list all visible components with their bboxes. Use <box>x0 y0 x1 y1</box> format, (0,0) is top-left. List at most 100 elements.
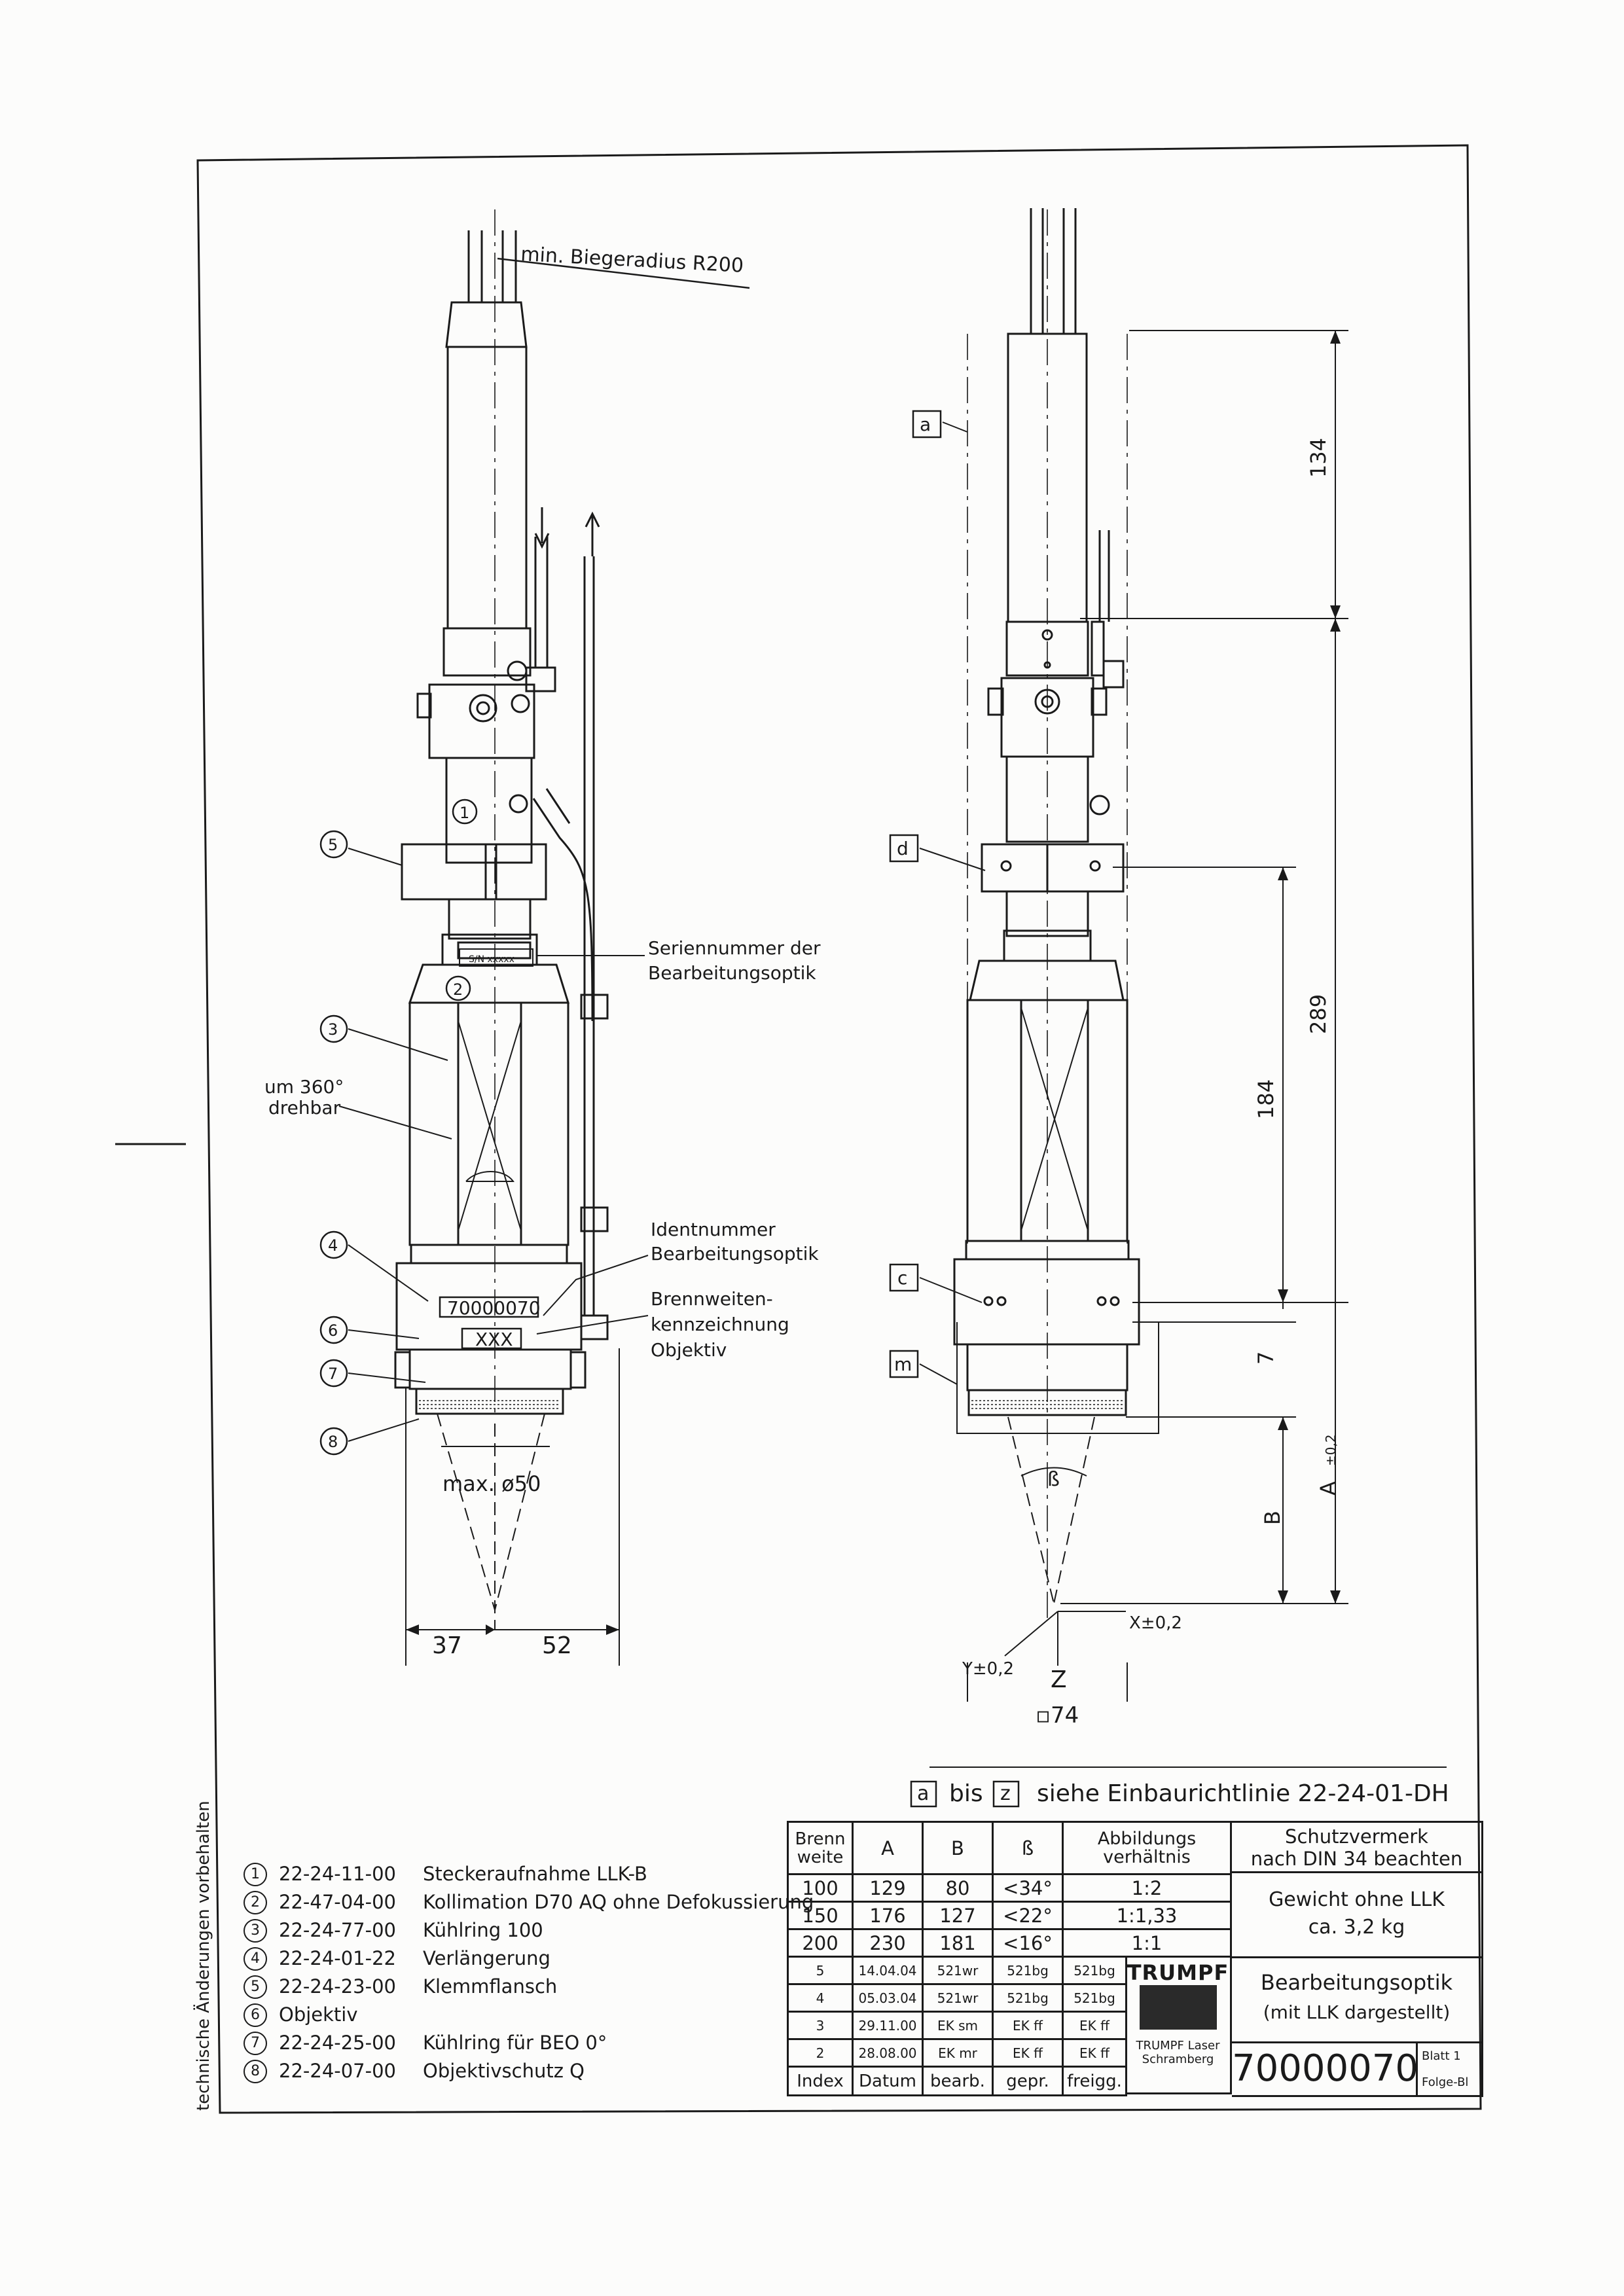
table-header: A <box>852 1821 924 1875</box>
parts-list-item: 6 Objektiv <box>244 2001 814 2029</box>
title-cell: Bearbeitungsoptik (mit LLK dargestellt) <box>1232 1958 1483 2043</box>
part-name: Objektivschutz Q <box>423 2060 585 2082</box>
part-name: Kühlring 100 <box>423 1919 543 1941</box>
table-header: ß <box>992 1821 1064 1875</box>
company-cell: TRUMPF TRUMPF Laser Schramberg <box>1126 1956 1232 2094</box>
table-cell: 127 <box>922 1901 994 1930</box>
table-cell: 521wr <box>922 1983 994 2013</box>
table-cell: EK mr <box>922 2038 994 2068</box>
part-number: 6 <box>244 2003 267 2027</box>
ref-a: a <box>920 414 931 435</box>
table-header: B <box>922 1821 994 1875</box>
table-header: Index <box>787 2066 854 2096</box>
part-code: 22-24-11-00 <box>279 1863 396 1885</box>
table-header: bearb. <box>922 2066 994 2096</box>
callout-6: 6 <box>328 1321 338 1340</box>
table-cell: 100 <box>787 1873 854 1903</box>
table-cell: 80 <box>922 1873 994 1903</box>
dim-289: 289 <box>1306 994 1331 1034</box>
callout-3: 3 <box>328 1020 338 1039</box>
part-code: 22-24-25-00 <box>279 2032 396 2054</box>
company-city: Schramberg <box>1142 2053 1214 2066</box>
table-cell: 129 <box>852 1873 924 1903</box>
part-name: Kühlring für BEO 0° <box>423 2032 607 2054</box>
ref-d: d <box>897 838 909 859</box>
dim-7: 7 <box>1254 1352 1278 1365</box>
callout-1: 1 <box>460 804 469 822</box>
part-number: 2 <box>244 1890 267 1914</box>
table-cell: 2 <box>787 2038 854 2068</box>
table-cell: EK ff <box>992 2038 1064 2068</box>
table-cell: <22° <box>992 1901 1064 1930</box>
install-from: a <box>917 1782 929 1805</box>
focal-table: Brenn weite A B ß Abbildungs verhältnis … <box>787 1821 1232 1958</box>
part-name: Klemmflansch <box>423 1975 558 1998</box>
part-name: Objektiv <box>279 2003 358 2026</box>
table-cell: EK ff <box>992 2011 1064 2040</box>
table-cell: EK ff <box>1062 2011 1127 2040</box>
dim-134: 134 <box>1306 438 1331 478</box>
table-header: Datum <box>852 2066 924 2096</box>
dim-a-tolerance: ±0,2 <box>1323 1434 1339 1466</box>
table-cell: 521bg <box>1062 1983 1127 2013</box>
part-code: 22-24-77-00 <box>279 1919 396 1941</box>
table-cell: 1:1,33 <box>1062 1901 1232 1930</box>
table-cell: EK sm <box>922 2011 994 2040</box>
logo-block <box>1139 1985 1217 2030</box>
callout-5: 5 <box>328 836 338 854</box>
install-text: siehe Einbaurichtlinie 22-24-01-DH <box>1037 1780 1449 1807</box>
drawing-title: Bearbeitungsoptik <box>1260 1970 1453 1995</box>
revision-table: 5 14.04.04 521wr 521bg 521bg 4 05.03.04 … <box>787 1956 1127 2096</box>
rotate-label: um 360° <box>264 1076 344 1098</box>
max-diameter-label: max. ø50 <box>442 1471 541 1496</box>
callout-7: 7 <box>328 1365 338 1383</box>
rotate-label-2: drehbar <box>268 1097 341 1119</box>
table-cell: <16° <box>992 1928 1064 1958</box>
part-number: 7 <box>244 2031 267 2055</box>
part-number: 8 <box>244 2059 267 2083</box>
table-cell: 3 <box>787 2011 854 2040</box>
focal-label-2: kennzeichnung <box>651 1314 789 1335</box>
left-view-lines <box>338 209 750 1666</box>
serial-number-label-2: Bearbeitungsoptik <box>648 962 816 984</box>
sheet-number: Blatt 1 <box>1422 2049 1461 2063</box>
dim-a: A <box>1316 1481 1341 1496</box>
protection-line2: nach DIN 34 beachten <box>1250 1848 1463 1870</box>
reference-boxes <box>889 410 1020 1808</box>
focal-label: Brennweiten- <box>651 1288 773 1310</box>
bend-radius-label: min. Biegeradius R200 <box>520 243 744 278</box>
install-bis: bis <box>949 1780 983 1807</box>
table-header: Abbildungs verhältnis <box>1062 1821 1232 1875</box>
dim-184: 184 <box>1254 1079 1278 1119</box>
table-header: gepr. <box>992 2066 1064 2096</box>
parts-list-item: 7 22-24-25-00 Kühlring für BEO 0° <box>244 2029 814 2057</box>
callout-8: 8 <box>328 1433 338 1451</box>
table-cell: 14.04.04 <box>852 1956 924 1985</box>
table-cell: 521bg <box>992 1956 1064 1985</box>
arrowheads <box>406 331 1341 1635</box>
ref-m: m <box>894 1354 912 1375</box>
focal-label-3: Objektiv <box>651 1339 727 1361</box>
table-header: freigg. <box>1062 2066 1127 2096</box>
weight-line1: Gewicht ohne LLK <box>1269 1888 1445 1911</box>
dim-52: 52 <box>542 1632 572 1659</box>
table-cell: 1:1 <box>1062 1928 1232 1958</box>
right-view-lines <box>919 208 1447 1768</box>
table-cell: 29.11.00 <box>852 2011 924 2040</box>
drawing-number: 70000070 <box>1232 2047 1419 2090</box>
company-name: TRUMPF Laser <box>1136 2039 1220 2053</box>
serial-number-label: Seriennummer der <box>648 937 821 959</box>
table-cell: <34° <box>992 1873 1064 1903</box>
table-cell: 521bg <box>992 1983 1064 2013</box>
ident-label: Identnummer <box>651 1219 776 1240</box>
z-axis-label: Z <box>1051 1666 1067 1693</box>
part-name: Verlängerung <box>423 1947 550 1969</box>
drawing-frame <box>196 144 1482 2114</box>
